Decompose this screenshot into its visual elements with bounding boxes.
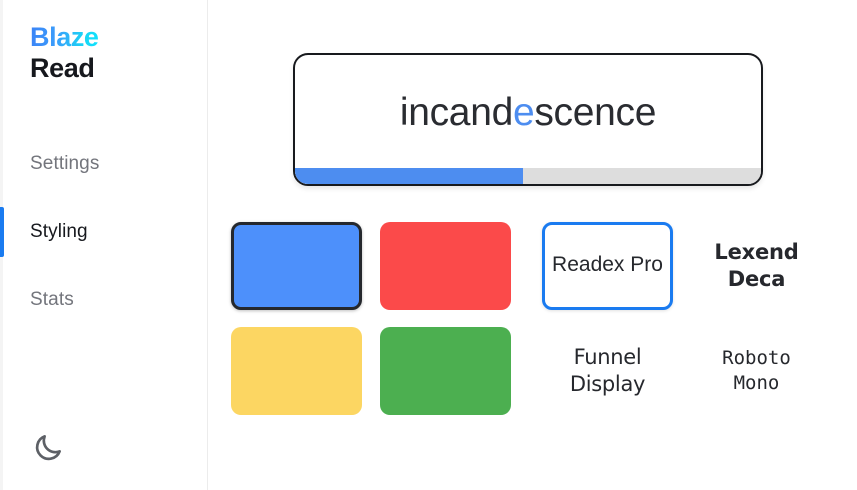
reading-progress-fill <box>295 168 524 184</box>
font-option-funnel-display[interactable]: Funnel Display <box>533 318 682 423</box>
color-option-green[interactable] <box>371 318 520 423</box>
brand-name-primary: Blaze <box>30 22 99 52</box>
reading-progress-track[interactable] <box>295 168 761 184</box>
active-indicator-styling <box>0 207 4 257</box>
color-swatch <box>380 326 511 415</box>
word-display-card: incandescence <box>293 53 763 186</box>
sidebar-item-label: Settings <box>30 153 100 174</box>
color-swatch <box>380 221 511 310</box>
word-prefix: incand <box>399 90 513 134</box>
font-option-label: Readex Pro <box>542 221 673 310</box>
font-option-label: Roboto Mono <box>691 326 822 415</box>
main-content: incandescence Readex Pro <box>208 0 857 490</box>
sidebar-item-stats[interactable]: Stats <box>0 266 208 334</box>
word-orp-letter: e <box>512 90 535 134</box>
color-swatch <box>231 221 362 310</box>
color-option-red[interactable] <box>371 213 520 318</box>
word-suffix: scence <box>534 90 657 134</box>
font-option-lexend-deca[interactable]: Lexend Deca <box>682 213 831 318</box>
current-word: incandescence <box>399 90 657 135</box>
font-option-label: Funnel Display <box>542 326 673 415</box>
color-option-yellow[interactable] <box>222 318 371 423</box>
sidebar-nav: Settings Styling Stats <box>0 130 208 334</box>
color-swatch-grid <box>222 213 520 423</box>
dark-mode-toggle[interactable] <box>28 428 68 468</box>
active-indicator-stats <box>0 275 4 325</box>
font-option-roboto-mono[interactable]: Roboto Mono <box>682 318 831 423</box>
font-option-grid: Readex Pro Lexend Deca Funnel Display Ro… <box>533 213 831 423</box>
font-option-label: Lexend Deca <box>691 221 822 310</box>
sidebar-item-settings[interactable]: Settings <box>0 130 208 198</box>
app-logo: Blaze Read <box>30 22 99 83</box>
sidebar-item-styling[interactable]: Styling <box>0 198 208 266</box>
font-option-readex-pro[interactable]: Readex Pro <box>533 213 682 318</box>
moon-icon <box>31 431 65 465</box>
color-option-blue[interactable] <box>222 213 371 318</box>
sidebar-item-label: Styling <box>30 221 88 242</box>
color-swatch <box>231 326 362 415</box>
active-indicator-settings <box>0 139 4 189</box>
sidebar: Blaze Read Settings Styling Stats <box>0 0 208 490</box>
brand-name-secondary: Read <box>30 53 95 84</box>
sidebar-item-label: Stats <box>30 289 74 310</box>
